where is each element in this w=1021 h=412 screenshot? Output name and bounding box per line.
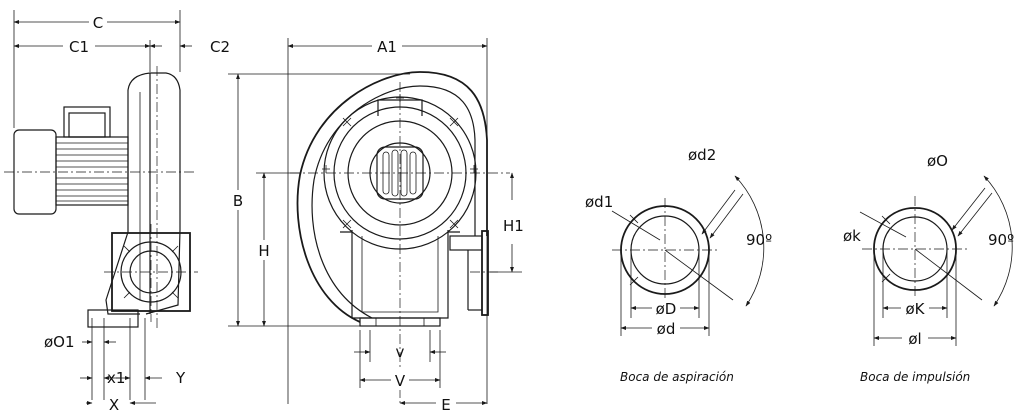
front-view: A1 B H H1 v V E	[228, 36, 524, 412]
dim-v-small: v	[396, 343, 405, 361]
dim-d2: ød2	[688, 146, 716, 164]
dim-y: Y	[175, 369, 186, 387]
discharge-flange: 90º øk øO øK øl Boca de impulsión	[843, 152, 1014, 384]
suction-flange: 90º ød1 ød2 øD ød Boca de aspiración	[585, 146, 772, 384]
dim-b: B	[233, 192, 243, 210]
bolt-marks	[322, 94, 478, 229]
fan-housing-side	[87, 66, 191, 330]
motor	[13, 106, 129, 215]
dim-d1: ød1	[585, 193, 613, 211]
dim-x: X	[109, 396, 119, 412]
dim-k-small: øk	[843, 227, 861, 245]
caption-discharge: Boca de impulsión	[860, 370, 970, 384]
scroll-housing	[296, 71, 488, 323]
dim-o: øO	[927, 152, 948, 170]
caption-suction: Boca de aspiración	[620, 370, 734, 384]
dim-h1: H1	[503, 217, 524, 235]
dim-c: C	[93, 14, 103, 32]
dim-big-d: øD	[656, 300, 677, 318]
dim-v-large: V	[395, 372, 406, 390]
dim-c2: C2	[210, 38, 230, 56]
outlet-flange	[449, 230, 489, 316]
dim-k-big: øK	[905, 300, 925, 318]
dim-angle-suction: 90º	[746, 231, 772, 249]
dim-a1: A1	[377, 38, 397, 56]
dim-l: øl	[908, 330, 921, 348]
dim-small-d: ød	[657, 320, 676, 338]
dim-c1: C1	[69, 38, 89, 56]
dim-o1: øO1	[44, 333, 75, 351]
dim-e: E	[441, 396, 450, 412]
side-view: C C1 C2 øO1 x1 Y X	[4, 10, 230, 412]
dim-angle-discharge: 90º	[988, 231, 1014, 249]
dim-h: H	[258, 242, 269, 260]
